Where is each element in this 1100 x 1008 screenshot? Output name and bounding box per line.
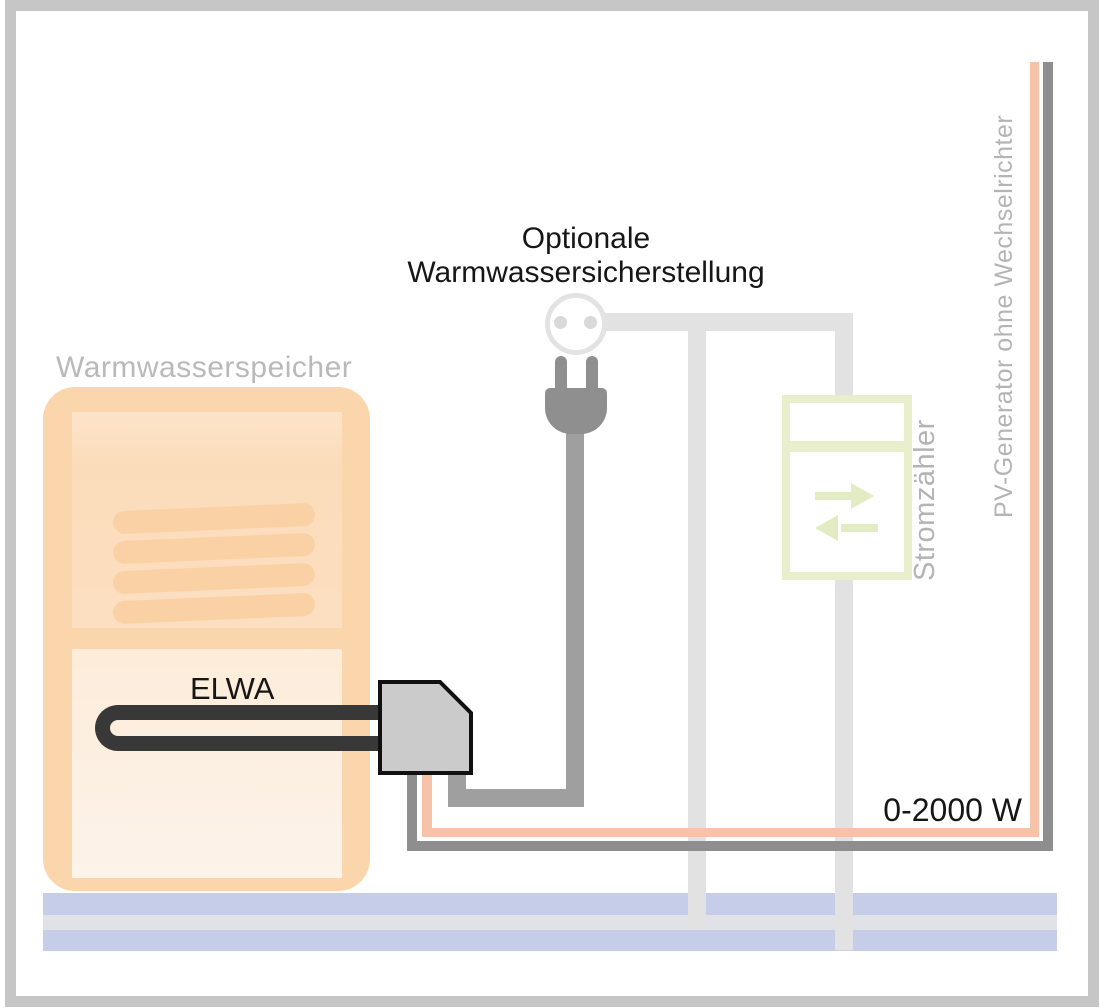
optional-backup-label-line2: Warmwassersicherstellung <box>407 256 765 289</box>
diagram-border <box>5 0 1099 1007</box>
blue-bar-bottom-stripe <box>43 930 1057 951</box>
plug-cord-vertical <box>566 424 584 807</box>
elwa-unit <box>378 680 473 775</box>
arrow-right-icon <box>851 483 874 509</box>
plug-cord-elwa-riser <box>448 771 466 807</box>
pv-wire-salmon-right <box>1030 62 1039 837</box>
socket-pin-hole <box>584 316 597 329</box>
socket-pin-hole <box>554 316 567 329</box>
arrow-left-icon <box>815 515 838 541</box>
optional-backup-label: Optionale Warmwassersicherstellung <box>336 222 836 290</box>
plug-prong <box>586 356 598 390</box>
electricity-meter-box <box>782 395 912 580</box>
blue-bar-wire-stripe <box>43 915 1057 930</box>
plug-prong <box>555 356 567 390</box>
arrow-right-icon <box>815 492 853 500</box>
pv-wire-gray-left <box>407 771 417 851</box>
tank-label: Warmwasserspeicher <box>56 351 353 384</box>
optional-backup-label-line1: Optionale <box>521 222 651 255</box>
socket-wire-branch-left <box>688 313 706 930</box>
arrow-left-icon <box>841 524 878 532</box>
tank-divider-band <box>43 628 315 649</box>
heating-coil-u-tube <box>95 705 387 751</box>
pv-wire-gray-right <box>1043 62 1053 851</box>
bottom-blue-bar <box>43 893 1057 951</box>
socket-wire-horizontal <box>590 313 853 331</box>
power-socket-icon <box>545 293 607 355</box>
tank-inner-lower-panel <box>72 649 342 878</box>
power-range-label: 0-2000 W <box>883 792 1022 828</box>
power-plug-icon <box>545 388 607 434</box>
pv-wire-salmon-left <box>422 771 432 837</box>
plug-cord-horizontal <box>448 789 584 807</box>
blue-bar-top-stripe <box>43 893 1057 915</box>
pv-wire-gray-bottom <box>407 841 1053 851</box>
elwa-label: ELWA <box>190 671 275 706</box>
pv-wire-salmon-bottom <box>422 828 1039 837</box>
meter-divider-band <box>790 441 904 452</box>
